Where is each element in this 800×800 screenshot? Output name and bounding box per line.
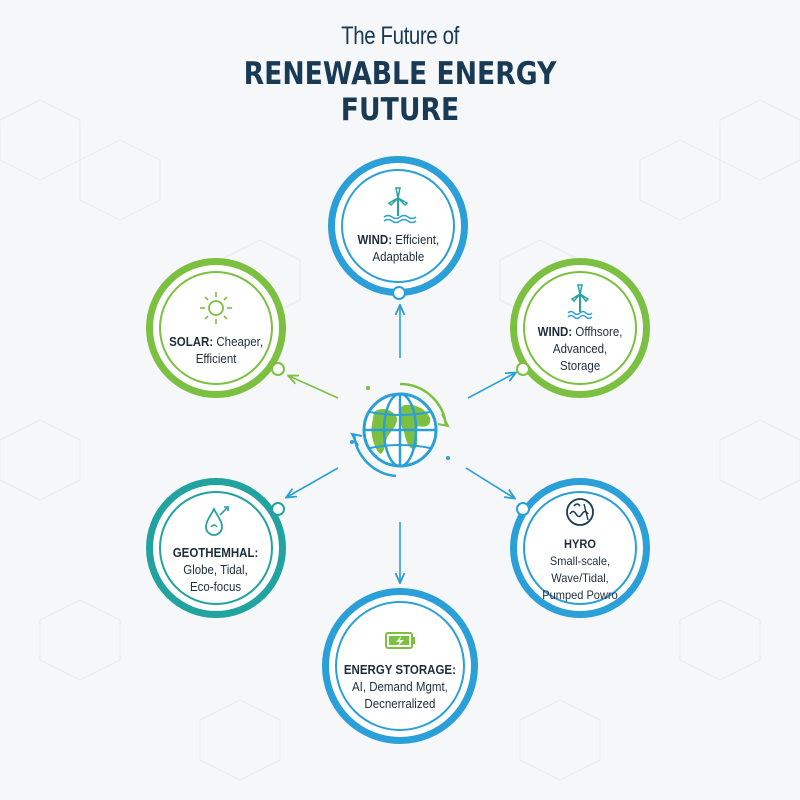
connector-arrows: [287, 306, 515, 582]
node-hydro: HYRO Small-scale, Wave/Tidal, Pumped Pow…: [510, 478, 650, 618]
node-geothermal: GEOTHEMHAL: Globe, Tidal, Eco-focus: [146, 478, 286, 618]
globe-icon: [350, 382, 450, 478]
node-geothermal-label: GEOTHEMHAL: Globe, Tidal, Eco-focus: [173, 545, 259, 594]
sun-icon: [200, 292, 232, 324]
title-block: The Future of RENEWABLE ENERGY FUTURE: [0, 22, 800, 128]
battery-icon: [385, 631, 415, 649]
connector-dot-wind-offshore: [516, 362, 530, 376]
arrow-to-upper-left: [289, 376, 339, 399]
hydro-wave-icon: [566, 498, 594, 526]
node-solar-label: SOLAR: Cheaper, Efficient: [169, 335, 263, 366]
node-energy-storage: ENERGY STORAGE: AI, Demand Mgmt, Decnerr…: [322, 588, 478, 744]
arrow-to-upper-right: [467, 373, 515, 399]
connector-dot-hydro: [516, 502, 530, 516]
title-line-1: RENEWABLE ENERGY: [243, 56, 557, 92]
connector-dot-top: [392, 286, 406, 300]
title-prefix: The Future of: [341, 22, 459, 50]
node-hydro-label: HYRO Small-scale, Wave/Tidal, Pumped Pow…: [542, 537, 618, 602]
arrow-to-lower-right: [465, 467, 514, 498]
node-wind-top-label: WIND: Efficient, Adaptable: [357, 233, 439, 264]
node-wind-offshore: WIND: Offhsore, Advanced, Storage: [510, 258, 650, 398]
offshore-wind-turbine-icon: [567, 283, 593, 319]
center-globe: [340, 370, 460, 490]
node-solar: SOLAR: Cheaper, Efficient: [146, 258, 286, 398]
connector-dot-geothermal: [271, 502, 285, 516]
node-wind-top: WIND: Efficient, Adaptable: [328, 156, 468, 296]
arrow-to-lower-left: [287, 467, 339, 497]
wind-turbine-water-icon: [383, 187, 417, 224]
node-wind-offshore-label: WIND: Offhsore, Advanced, Storage: [537, 324, 623, 373]
title-line-2: FUTURE: [340, 92, 460, 128]
connector-dot-solar: [271, 362, 285, 376]
node-energy-storage-label: ENERGY STORAGE: AI, Demand Mgmt, Decnerr…: [343, 662, 457, 711]
geothermal-drop-icon: [205, 505, 229, 536]
